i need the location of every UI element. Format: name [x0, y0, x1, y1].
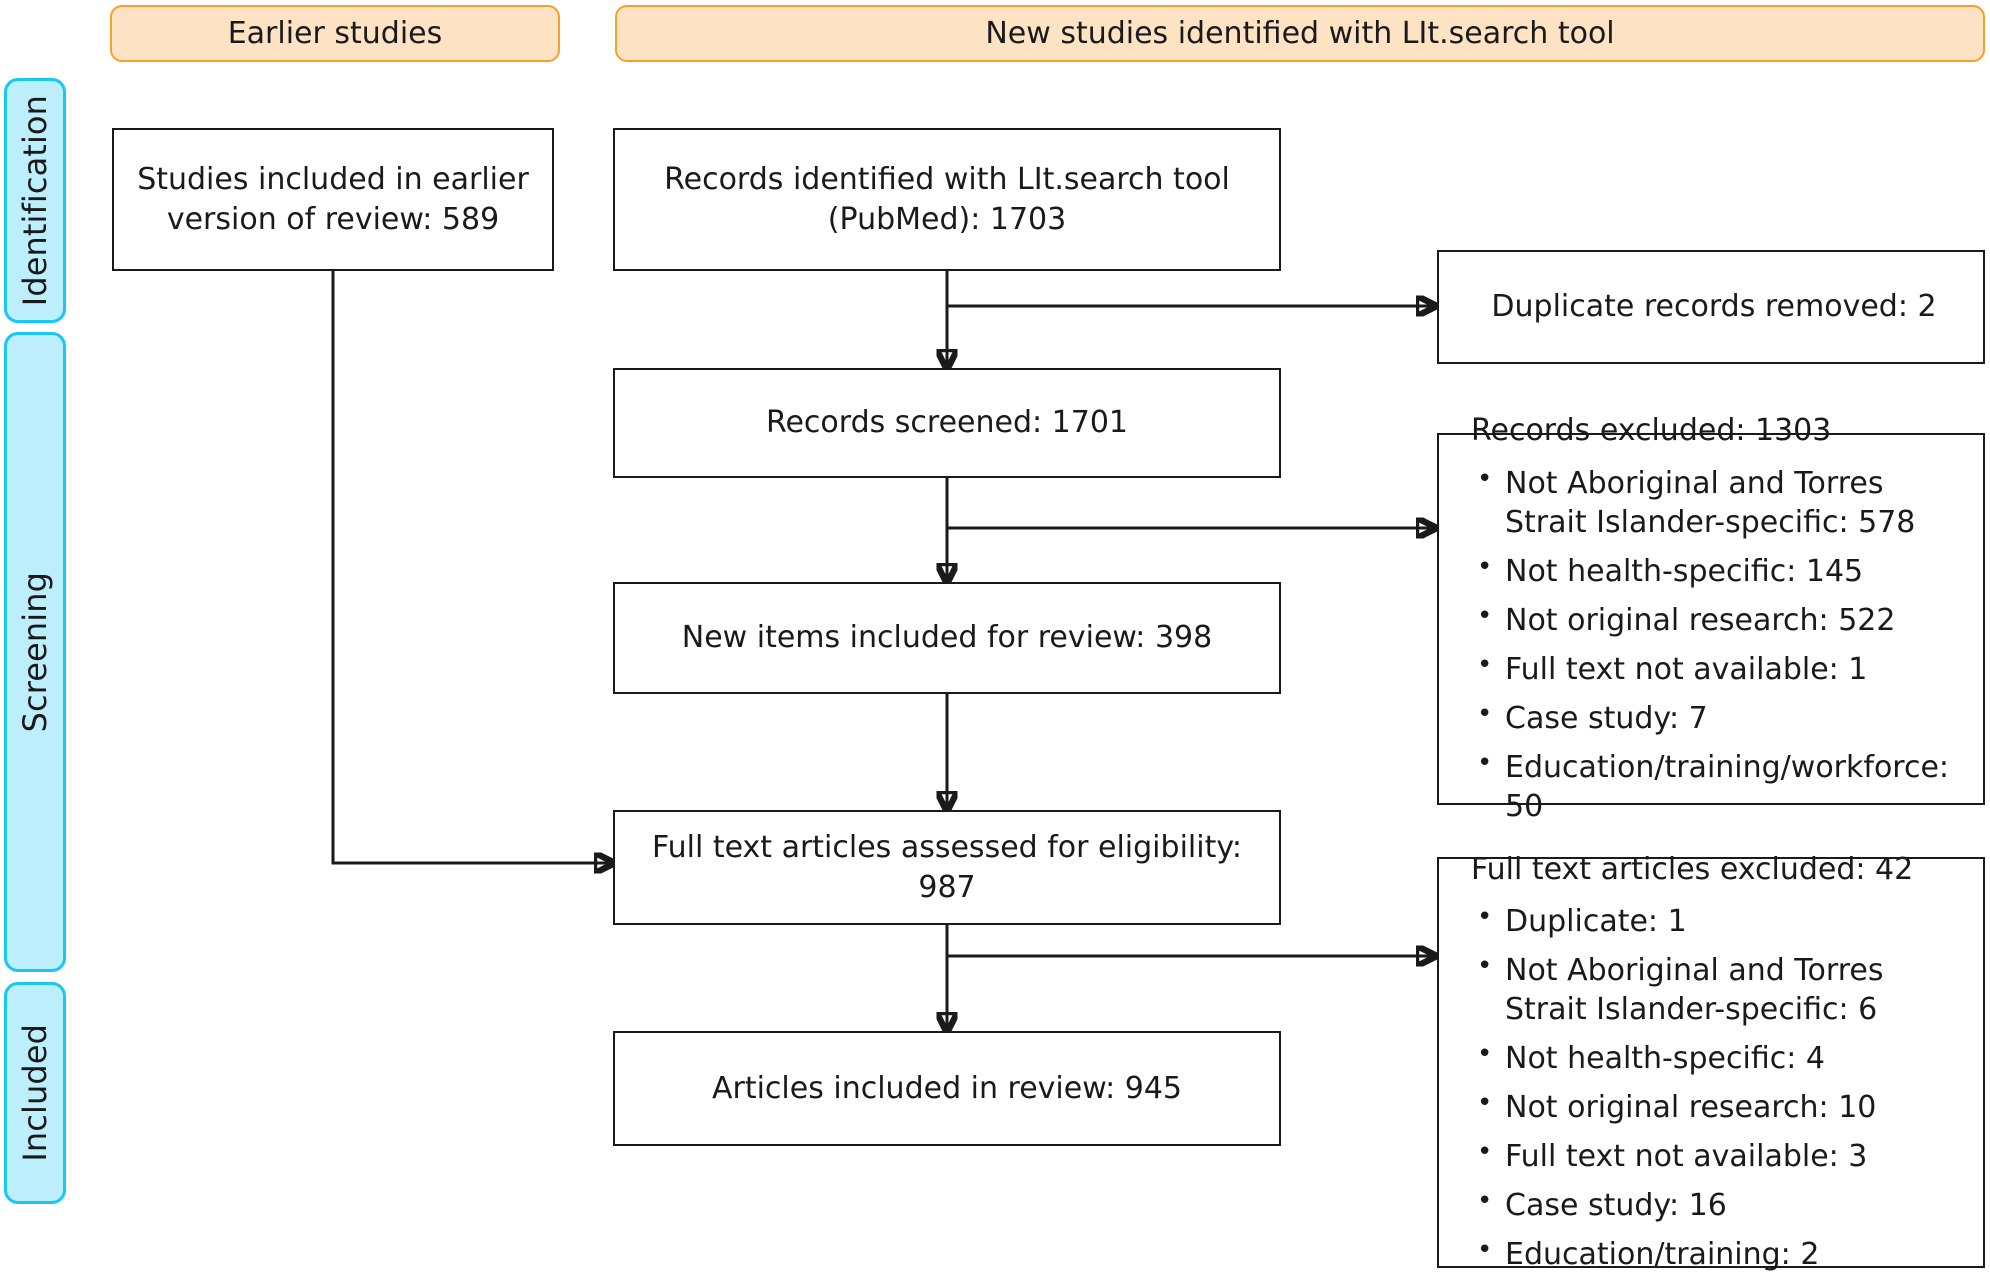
node-records-identified: Records identified with LIt.search tool …	[613, 128, 1281, 271]
node-duplicates-removed-title: Duplicate records removed: 2	[1491, 289, 1937, 325]
node-articles-included: Articles included in review: 945	[613, 1031, 1281, 1146]
list-item: Not health-specific: 4	[1477, 1038, 1957, 1078]
banner-new-studies-label: New studies identified with LIt.search t…	[985, 16, 1615, 51]
banner-earlier-studies-label: Earlier studies	[227, 16, 443, 51]
stage-screening: Screening	[4, 332, 66, 972]
node-articles-included-text: Articles included in review: 945	[711, 1070, 1183, 1106]
node-records-screened-text: Records screened: 1701	[765, 405, 1129, 441]
list-item: Full text not available: 3	[1477, 1136, 1957, 1176]
node-earlier-included: Studies included in earlier version of r…	[112, 128, 554, 271]
banner-new-studies: New studies identified with LIt.search t…	[615, 5, 1985, 62]
stage-identification-label: Identification	[16, 94, 54, 307]
list-item: Not health-specific: 145	[1477, 551, 1957, 591]
node-duplicates-removed: Duplicate records removed: 2	[1437, 250, 1985, 364]
node-records-excluded: Records excluded: 1303 Not Aboriginal an…	[1437, 413, 1985, 824]
list-item: Duplicate: 1	[1477, 901, 1957, 941]
stage-screening-label: Screening	[16, 571, 54, 733]
list-item: Full text not available: 1	[1477, 649, 1957, 689]
list-item: Not Aboriginal and Torres Strait Islande…	[1477, 950, 1957, 1029]
node-earlier-included-text: Studies included in earlier version of r…	[137, 161, 529, 237]
list-item: Education/training: 2	[1477, 1234, 1957, 1274]
stage-included: Included	[4, 982, 66, 1204]
banner-earlier-studies: Earlier studies	[110, 5, 560, 62]
list-item: Not Aboriginal and Torres Strait Islande…	[1477, 463, 1957, 542]
node-full-text-excluded-title: Full text articles excluded: 42	[1471, 851, 1914, 887]
node-full-text-excluded-list: Duplicate: 1 Not Aboriginal and Torres S…	[1471, 901, 1957, 1274]
edge-earlier-to-fulltext	[331, 213, 613, 863]
node-records-excluded-title: Records excluded: 1303	[1471, 413, 1832, 449]
list-item: Education/training/workforce: 50	[1477, 747, 1957, 826]
list-item: Not original research: 10	[1477, 1087, 1957, 1127]
stage-included-label: Included	[16, 1024, 54, 1162]
node-records-screened: Records screened: 1701	[613, 368, 1281, 478]
node-full-text-assessed-text: Full text articles assessed for eligibil…	[651, 829, 1243, 905]
stage-identification: Identification	[4, 78, 66, 323]
list-item: Not original research: 522	[1477, 600, 1957, 640]
list-item: Case study: 16	[1477, 1185, 1957, 1225]
node-records-excluded-list: Not Aboriginal and Torres Strait Islande…	[1471, 463, 1957, 826]
node-records-identified-text: Records identified with LIt.search tool …	[664, 161, 1230, 237]
list-item: Case study: 7	[1477, 698, 1957, 738]
node-new-items-included: New items included for review: 398	[613, 582, 1281, 694]
node-full-text-assessed: Full text articles assessed for eligibil…	[613, 810, 1281, 925]
node-full-text-excluded: Full text articles excluded: 42 Duplicat…	[1437, 852, 1985, 1272]
node-new-items-included-text: New items included for review: 398	[681, 620, 1213, 656]
